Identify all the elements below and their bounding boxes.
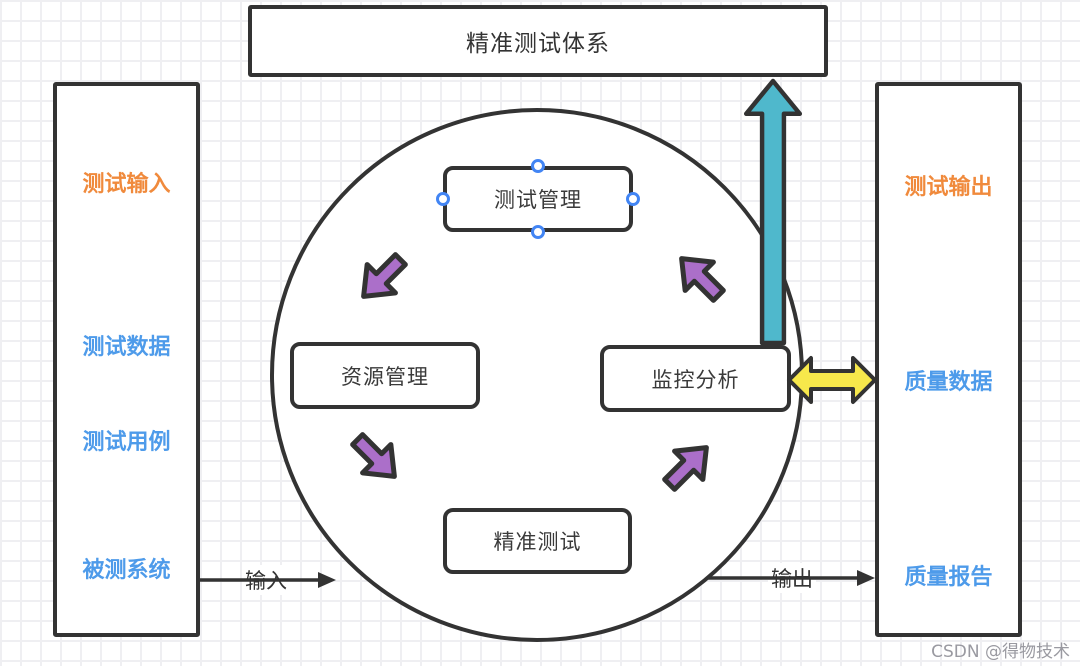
- right-output-panel[interactable]: 测试输出 质量数据 质量报告: [875, 82, 1022, 637]
- title-box[interactable]: 精准测试体系: [248, 5, 828, 77]
- cycle-arrow-resource-to-precision[interactable]: [339, 421, 414, 496]
- panel-label-test-data: 测试数据: [82, 335, 171, 360]
- node-monitor-analysis[interactable]: 监控分析: [600, 345, 791, 412]
- cycle-arrow-monitor-to-mgmt[interactable]: [663, 240, 738, 315]
- panel-label-quality-report: 质量报告: [904, 565, 993, 590]
- output-connector-arrow[interactable]: [708, 558, 875, 598]
- cycle-arrow-precision-to-monitor[interactable]: [651, 429, 726, 504]
- feedback-arrow[interactable]: [743, 78, 803, 346]
- panel-label-system-under-test: 被测系统: [82, 558, 171, 583]
- node-monitor-analysis-label: 监控分析: [651, 367, 740, 392]
- node-precision-test[interactable]: 精准测试: [443, 508, 632, 574]
- panel-label-test-output: 测试输出: [904, 175, 993, 200]
- exchange-arrow[interactable]: [786, 354, 878, 406]
- watermark: CSDN @得物技术: [931, 642, 1070, 662]
- panel-label-test-input: 测试输入: [82, 172, 171, 197]
- cycle-arrow-mgmt-to-resource[interactable]: [345, 241, 420, 316]
- input-connector-arrow[interactable]: [200, 560, 336, 600]
- panel-label-test-case: 测试用例: [82, 430, 171, 455]
- panel-label-quality-data: 质量数据: [904, 370, 993, 395]
- node-precision-test-label: 精准测试: [493, 530, 582, 554]
- selection-handle-top[interactable]: [531, 159, 545, 173]
- node-resource-management-label: 资源管理: [341, 364, 429, 389]
- selection-handle-bottom[interactable]: [531, 225, 545, 239]
- node-test-management-label: 测试管理: [494, 188, 582, 212]
- node-resource-management[interactable]: 资源管理: [290, 342, 480, 409]
- selection-handle-right[interactable]: [626, 192, 640, 206]
- node-test-management[interactable]: 测试管理: [443, 166, 633, 232]
- title-label: 精准测试体系: [466, 31, 610, 57]
- selection-handle-left[interactable]: [436, 192, 450, 206]
- left-input-panel[interactable]: 测试输入 测试数据 测试用例 被测系统: [53, 82, 200, 637]
